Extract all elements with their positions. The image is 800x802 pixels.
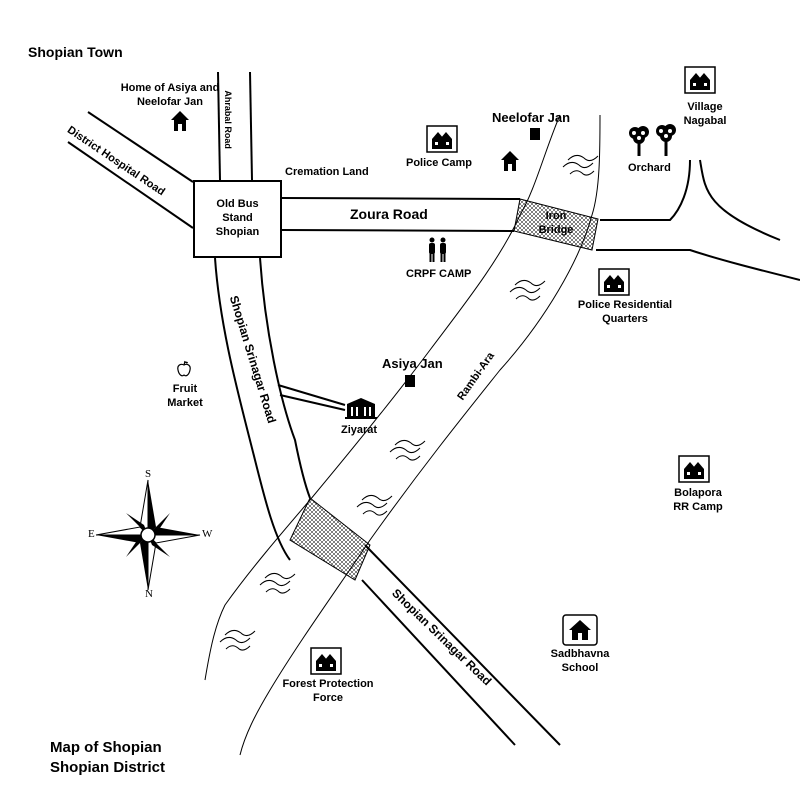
zoura-road-label: Zoura Road (350, 206, 428, 222)
map-title-line1: Map of Shopian (50, 739, 162, 756)
house-icon (501, 151, 519, 171)
shopian-srinagar-road-lower (364, 544, 561, 746)
camp-building-icon (426, 125, 458, 153)
compass-left-letter: E (88, 528, 95, 540)
shrine-icon (345, 398, 377, 419)
soldiers-icon (429, 237, 446, 262)
neelofar-jan-marker (530, 128, 540, 140)
district-hospital-road (87, 111, 194, 183)
sadbhavna-label: Sadbhavna School (550, 648, 610, 674)
orchard-label: Orchard (628, 162, 671, 174)
asiya-jan-label: Asiya Jan (382, 356, 443, 371)
camp-building-icon (684, 66, 716, 94)
roads (67, 71, 800, 746)
cremation-land-label: Cremation Land (285, 166, 369, 178)
home-asiya-neelofar-label: Home of Asiya and Neelofar Jan (120, 82, 220, 108)
camp-building-icon (310, 647, 342, 675)
iron-bridge-label: Iron Bridge (533, 210, 579, 238)
town-label: Shopian Town (28, 44, 123, 60)
map-title-line2: Shopian District (50, 758, 166, 776)
lower-bridge (289, 497, 371, 581)
tree-icon (629, 126, 649, 156)
river-ripples (219, 154, 599, 651)
camp-building-icon (678, 455, 710, 483)
forest-protection-label: Forest Protection Force (282, 678, 374, 704)
ziyarat-label: Ziyarat (341, 424, 378, 436)
compass-top-letter: S (145, 468, 152, 480)
apple-icon (177, 360, 191, 377)
house-icon (171, 111, 189, 131)
asiya-jan-marker (405, 375, 415, 387)
zoura-road (281, 197, 521, 200)
old-bus-stand-label: Old Bus Stand Shopian (215, 198, 260, 238)
tree-icon (656, 124, 676, 156)
compass-bottom-letter: N (145, 588, 153, 600)
school-icon (562, 614, 598, 646)
camp-building-icon (598, 268, 630, 296)
map-title: Map of Shopian Shopian District (50, 738, 165, 777)
iron-bridge (513, 198, 599, 251)
police-residential-label: Police Residential Quarters (577, 299, 673, 325)
compass-right-letter: W (202, 528, 213, 540)
ziyarat-lane (277, 384, 346, 406)
shopian-srinagar-road-upper (214, 257, 291, 561)
iron-bridge-text: Iron Bridge (538, 210, 574, 236)
crpf-camp-label: CRPF CAMP (406, 268, 472, 280)
bolapora-label: Bolapora RR Camp (673, 487, 723, 513)
police-camp-label: Police Camp (406, 157, 473, 169)
compass-rose-icon (95, 479, 201, 591)
neelofar-jan-label: Neelofar Jan (492, 110, 571, 125)
old-bus-stand-junction: Old Bus Stand Shopian (193, 180, 282, 258)
bridges (289, 198, 599, 581)
ahrabal-road (217, 71, 221, 181)
river-right-bank (239, 114, 601, 756)
fruit-market-label: Fruit Market (167, 383, 203, 409)
village-nagabal-label: Village Nagabal (683, 101, 727, 127)
